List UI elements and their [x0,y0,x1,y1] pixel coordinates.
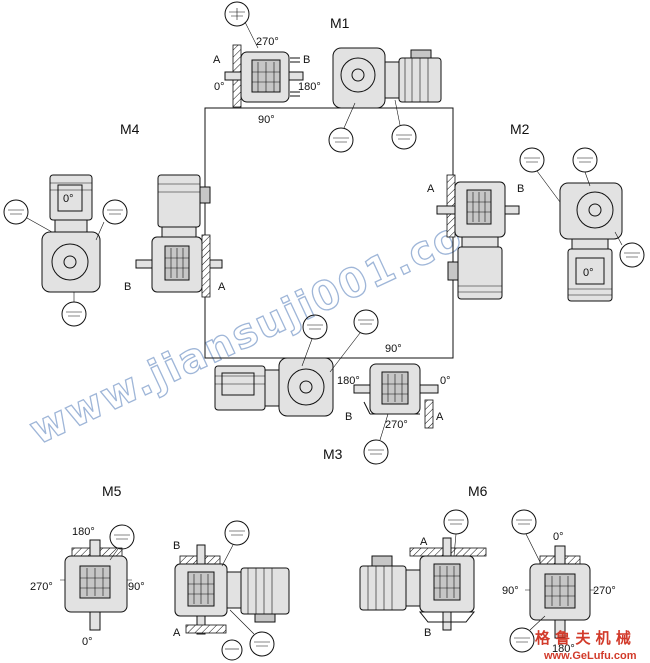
m4-side-b: B [124,281,131,293]
m2-front-view-gearmotor [559,182,623,302]
m3-side-b: B [345,411,352,423]
m2-label: M2 [510,121,530,137]
m2-side-view-gearmotor [436,174,520,300]
m5-oil-plug-callout-top [109,524,135,561]
m5-side-view-gearmotor [174,544,290,635]
m6-angle-0: 0° [553,531,564,543]
footer-logo-chinese: 格 鲁 夫 机 械 [535,629,631,647]
m2-side-b: B [517,183,524,195]
m3-side-view-gearbox [353,363,439,429]
position-m6: M6 A B [359,483,616,655]
m5-oil-plug-callout-upper [221,520,250,567]
m5-oil-plug-callout-bottom [221,639,243,661]
m1-angle-180: 180° [298,81,321,93]
m6-label: M6 [468,483,488,499]
m3-oil-plug-callout-bottom [363,413,389,465]
m3-angle-270: 270° [385,419,408,431]
position-m5: M5 180° 270° 90° 0° [30,483,290,661]
m5-angle-90: 90° [128,581,145,593]
m4-front-view-gearmotor [41,174,101,293]
footer-logo-url: www.GeLufu.com [543,650,637,662]
m5-label: M5 [102,483,122,499]
position-m2: M2 A B 0° [427,121,645,302]
m2-oil-plug-callout-left [519,147,561,203]
m5-bottom-view-gearbox [60,539,132,631]
m1-oil-plug-callout-left [328,102,356,153]
m6-oil-plug-callout-bottom [509,615,546,653]
m5-side-b: B [173,540,180,552]
position-m1: M1 270° A B 0° 180° 90° [213,1,442,153]
m1-side-a: A [213,54,221,66]
m4-angle-0: 0° [63,193,74,205]
m6-top-view-gearbox [525,545,595,639]
m5-oil-plug-callout-lower [229,609,275,657]
position-m3: M3 90° 180° [214,309,451,465]
footer-logo: 格 鲁 夫 机 械 www.GeLufu.com [535,629,637,662]
m6-angle-90: 90° [502,585,519,597]
m6-oil-plug-callout-right [511,509,545,571]
m4-side-view-gearmotor [135,174,223,298]
m6-angle-180: 180° [552,643,575,655]
m4-oil-plug-callout-left [3,199,53,233]
m1-side-view-gearbox [224,44,304,108]
m5-angle-270: 270° [30,581,53,593]
m3-angle-180: 180° [337,375,360,387]
m1-oil-plug-callout-top [224,1,259,49]
m4-side-a: A [218,281,226,293]
m1-angle-90: 90° [258,114,275,126]
m4-label: M4 [120,121,140,137]
m6-side-a: A [420,536,428,548]
m2-angle-0: 0° [583,267,594,279]
m1-angle-0: 0° [214,81,225,93]
m3-oil-plug-callout-right [329,309,379,373]
m2-oil-plug-callout-top [572,147,598,187]
m3-side-a: A [436,411,444,423]
m1-angle-270: 270° [256,36,279,48]
m5-angle-180: 180° [72,526,95,538]
m6-oil-plug-callout-left [443,509,469,557]
m3-label: M3 [323,446,343,462]
m1-label: M1 [330,15,350,31]
m3-angle-0: 0° [440,375,451,387]
m4-oil-plug-callout-bottom [61,292,87,327]
m6-side-b: B [424,627,431,639]
m6-angle-270: 270° [593,585,616,597]
m1-oil-plug-callout-right [391,99,417,150]
m2-oil-plug-callout-right [614,231,645,268]
m5-side-a: A [173,627,181,639]
m3-front-view-gearmotor [214,357,334,417]
position-m4: M4 0° [3,121,226,327]
m5-angle-0: 0° [82,636,93,648]
m1-side-b: B [303,54,310,66]
m6-side-view-gearmotor [359,537,487,631]
m2-side-a: A [427,183,435,195]
m3-angle-90: 90° [385,343,402,355]
m3-oil-plug-callout-left [301,314,328,367]
m4-oil-plug-callout-right [95,199,128,241]
m1-front-view-gearmotor [332,47,442,109]
